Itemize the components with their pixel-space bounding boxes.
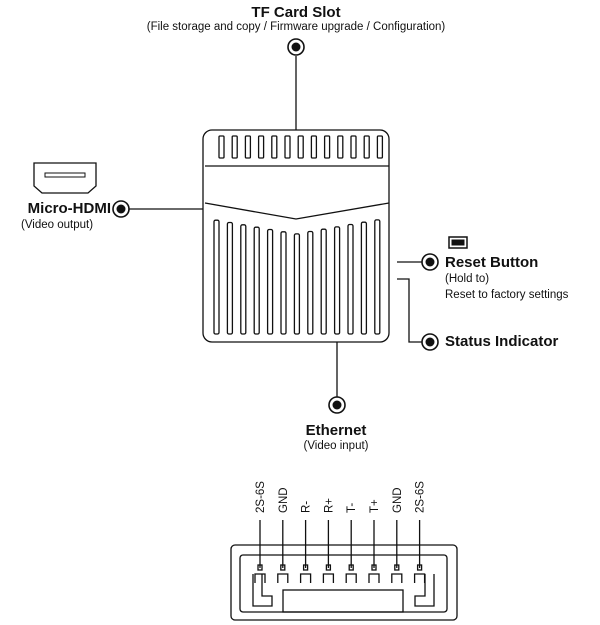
connector-pin-label: GND bbox=[278, 487, 290, 513]
lower-fins bbox=[213, 219, 381, 335]
reset-button-icon bbox=[448, 236, 468, 249]
status-dot-icon bbox=[421, 333, 439, 351]
hdmi-port-icon bbox=[33, 162, 97, 194]
heatsink-fin bbox=[320, 228, 327, 335]
heatsink-fin bbox=[347, 223, 354, 335]
connector-pin-labels: 2S-6S GND R- R+ T- T+ GND 2S-6S bbox=[255, 481, 427, 513]
heatsink-fin bbox=[307, 230, 314, 335]
reset-button-hold: (Hold to) bbox=[445, 273, 490, 285]
reset-button-title: Reset Button bbox=[445, 254, 539, 271]
heatsink-fin bbox=[240, 224, 247, 335]
heatsink-fin bbox=[218, 135, 225, 159]
connector-pin-tip bbox=[348, 564, 354, 571]
status-indicator-title: Status Indicator bbox=[445, 333, 559, 350]
connector-pin-terminal bbox=[368, 573, 380, 583]
heatsink-fin bbox=[226, 221, 234, 335]
heatsink-fin bbox=[257, 135, 265, 159]
connector-pin-tip bbox=[257, 564, 263, 571]
micro-hdmi-subtitle: (Video output) bbox=[21, 219, 94, 231]
connector-pin-tip bbox=[325, 564, 332, 571]
connector-pin-terminal bbox=[277, 573, 289, 583]
heatsink-fin bbox=[271, 135, 278, 159]
connector-pin-label: 2S-6S bbox=[415, 481, 427, 513]
heatsink-fin bbox=[376, 135, 384, 159]
micro-hdmi-title: Micro-HDMI bbox=[27, 200, 111, 217]
heatsink-fin bbox=[231, 135, 238, 159]
tf-card-title: TF Card Slot bbox=[251, 4, 341, 21]
connector-pin-label: 2S-6S bbox=[255, 481, 267, 513]
connector-housing bbox=[230, 544, 458, 621]
heatsink-fin bbox=[360, 221, 368, 335]
tf-card-subtitle: (File storage and copy / Firmware upgrad… bbox=[146, 21, 446, 33]
heatsink-fin bbox=[253, 226, 260, 335]
connector-pin-label: R- bbox=[301, 501, 313, 513]
connector-pin-tip bbox=[416, 564, 423, 571]
heatsink-fin bbox=[363, 135, 370, 159]
heatsink-fin bbox=[323, 135, 331, 159]
heatsink-fin bbox=[266, 228, 274, 335]
heatsink-fin bbox=[337, 135, 344, 159]
heatsink-fin bbox=[310, 135, 318, 159]
heatsink-fin bbox=[333, 226, 341, 335]
connector-pin-terminal bbox=[322, 573, 335, 583]
connector-pin-terminal bbox=[413, 573, 426, 583]
heatsink-fin bbox=[284, 135, 291, 159]
callout-dots bbox=[112, 38, 439, 414]
connector-pin-terminal bbox=[391, 573, 403, 583]
connector-pin-tip bbox=[394, 564, 400, 571]
connector-pin-label: T+ bbox=[369, 499, 381, 513]
upper-fins bbox=[218, 135, 384, 159]
reset-button-description: Reset to factory settings bbox=[445, 289, 569, 301]
connector-pin-tip bbox=[280, 564, 286, 571]
connector-pin-lines bbox=[254, 520, 426, 583]
ethernet-subtitle: (Video input) bbox=[303, 440, 369, 452]
connector-pin-label: GND bbox=[392, 487, 404, 513]
heatsink-fin bbox=[350, 135, 357, 159]
connector-pin-label: R+ bbox=[323, 498, 335, 513]
connector-pin-terminal bbox=[299, 573, 312, 583]
connector-pin-terminal bbox=[345, 573, 357, 583]
reset-dot-icon bbox=[421, 253, 439, 271]
connector-pin-tip bbox=[302, 564, 309, 571]
heatsink-fin bbox=[280, 231, 287, 335]
micro-hdmi-dot-icon bbox=[112, 200, 130, 218]
heatsink-fin bbox=[293, 233, 301, 335]
connector-pin-label: T- bbox=[346, 503, 358, 513]
heatsink-fin bbox=[213, 219, 220, 335]
ethernet-title: Ethernet bbox=[305, 422, 367, 439]
tf-card-dot-icon bbox=[287, 38, 305, 56]
connector-pin-terminal bbox=[254, 573, 266, 583]
connector-pin-tip bbox=[371, 564, 377, 571]
heatsink-fin bbox=[244, 135, 252, 159]
heatsink-fin bbox=[297, 135, 304, 159]
ethernet-dot-icon bbox=[328, 396, 346, 414]
heatsink-fin bbox=[374, 219, 381, 335]
